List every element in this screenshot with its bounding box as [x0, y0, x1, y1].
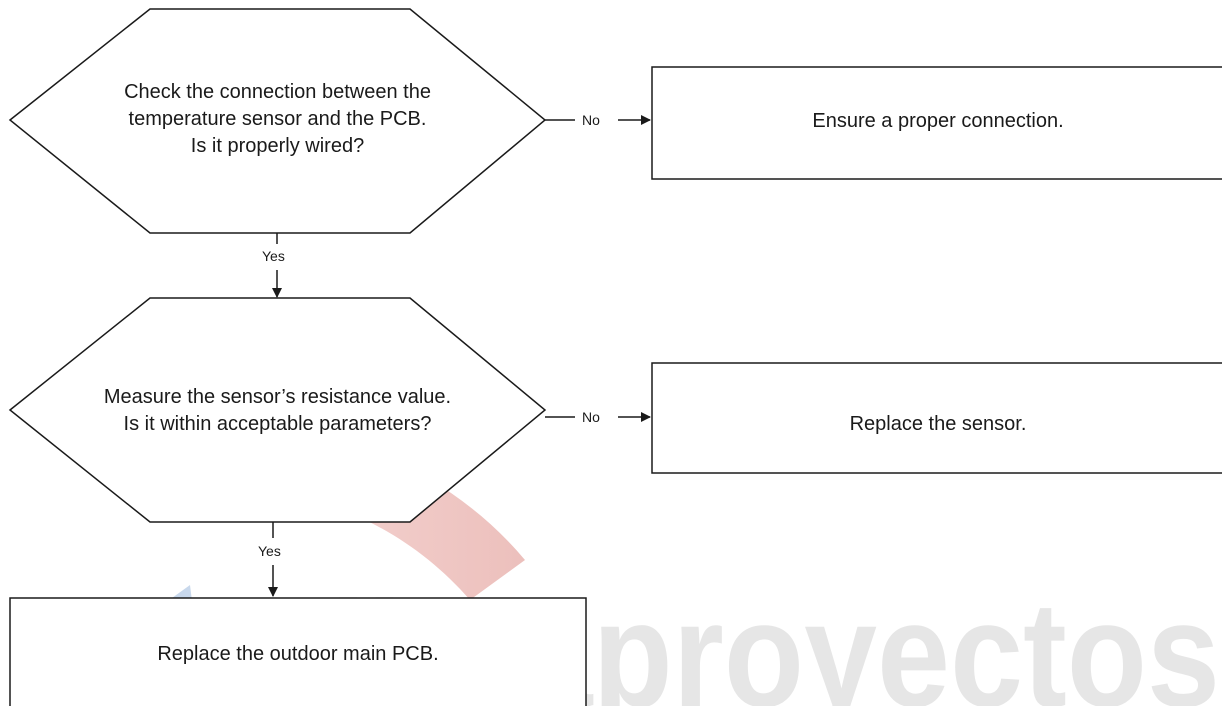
action-replace-sensor-box	[651, 362, 1222, 474]
no-label-2: No	[580, 409, 602, 425]
action-ensure-connection-box	[651, 66, 1222, 180]
decision-measure-resistance-shape	[8, 297, 547, 523]
decision-measure-resistance-text: Measure the sensor’s resistance value. I…	[103, 386, 452, 435]
no-label-1: No	[580, 112, 602, 128]
yes-label-2: Yes	[256, 543, 283, 559]
action-replace-pcb-text: Replace the outdoor main PCB.	[157, 643, 439, 665]
action-replace-sensor-text: Replace the sensor.	[849, 413, 1027, 435]
decision-check-connection-text: Check the connection between the tempera…	[124, 81, 431, 157]
action-ensure-connection-text: Ensure a proper connection.	[812, 110, 1064, 132]
action-replace-pcb-box	[9, 597, 587, 706]
yes-label-1: Yes	[260, 248, 287, 264]
